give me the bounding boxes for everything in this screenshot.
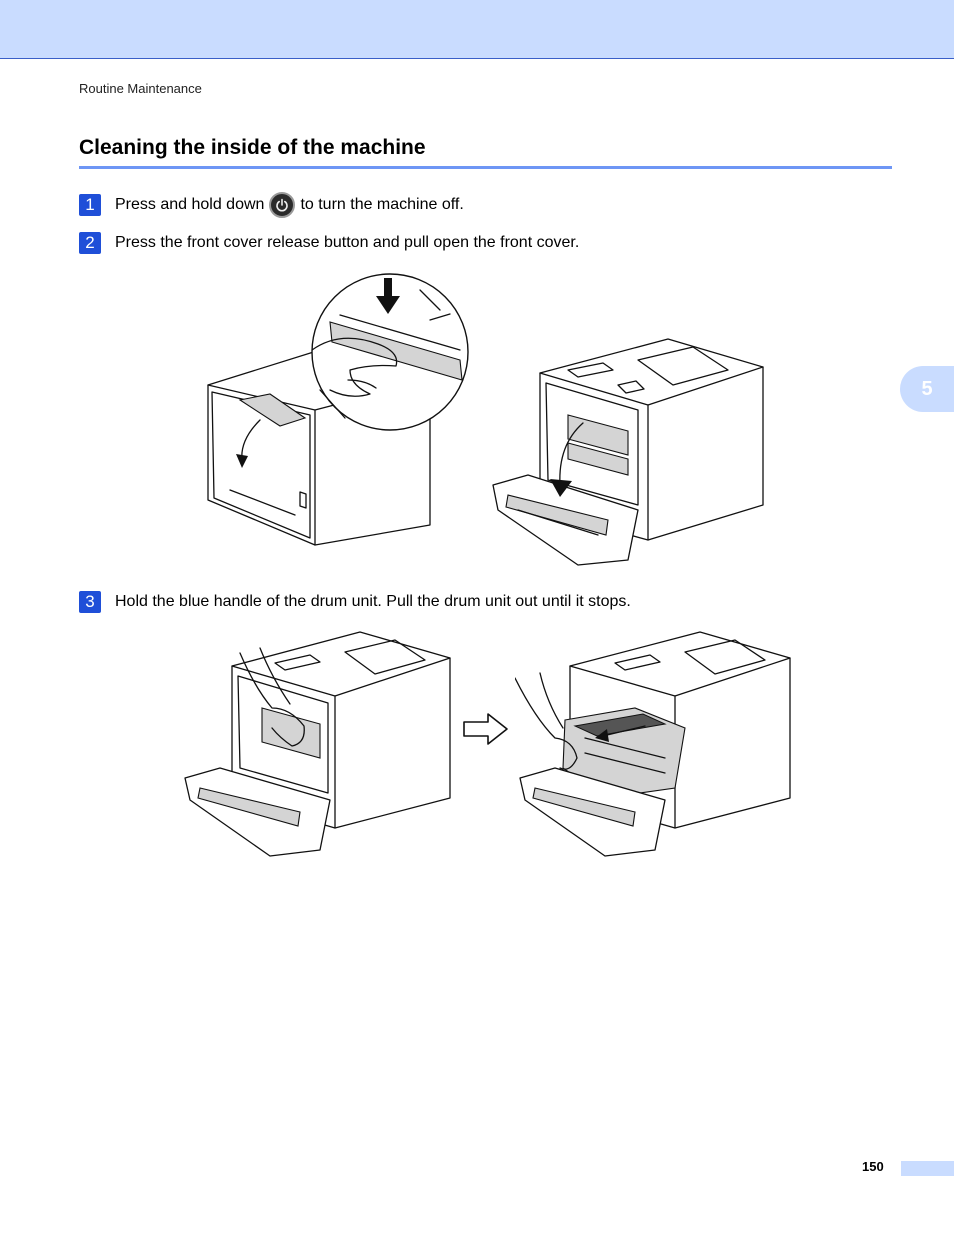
drum-handle-hold-illustration: [184, 631, 451, 857]
step-1-number: 1: [79, 194, 101, 216]
step-3-text: Hold the blue handle of the drum unit. P…: [115, 593, 631, 610]
step-1-text-before: Press and hold down: [115, 196, 265, 213]
step-2: 2 Press the front cover release button a…: [79, 232, 579, 254]
step-2-number: 2: [79, 232, 101, 254]
step-1-text-after: to turn the machine off.: [300, 196, 464, 213]
power-button-icon: [269, 192, 296, 218]
header-band: [0, 0, 954, 59]
step-3-number: 3: [79, 591, 101, 613]
drum-unit-pulled-illustration: [515, 631, 791, 857]
section-title: Cleaning the inside of the machine: [79, 136, 426, 159]
chapter-tab[interactable]: 5: [900, 366, 954, 412]
breadcrumb: Routine Maintenance: [79, 81, 202, 96]
front-cover-release-illustration: [207, 273, 469, 546]
page-number-tab: [901, 1161, 954, 1176]
title-rule: [79, 166, 892, 169]
next-step-arrow-icon: [463, 713, 508, 745]
step-2-text: Press the front cover release button and…: [115, 234, 580, 251]
page-number: 150: [862, 1159, 884, 1174]
front-cover-open-illustration: [492, 338, 764, 566]
step-1: 1 Press and hold down to turn the machin…: [79, 192, 464, 218]
step-3: 3 Hold the blue handle of the drum unit.…: [79, 591, 631, 613]
